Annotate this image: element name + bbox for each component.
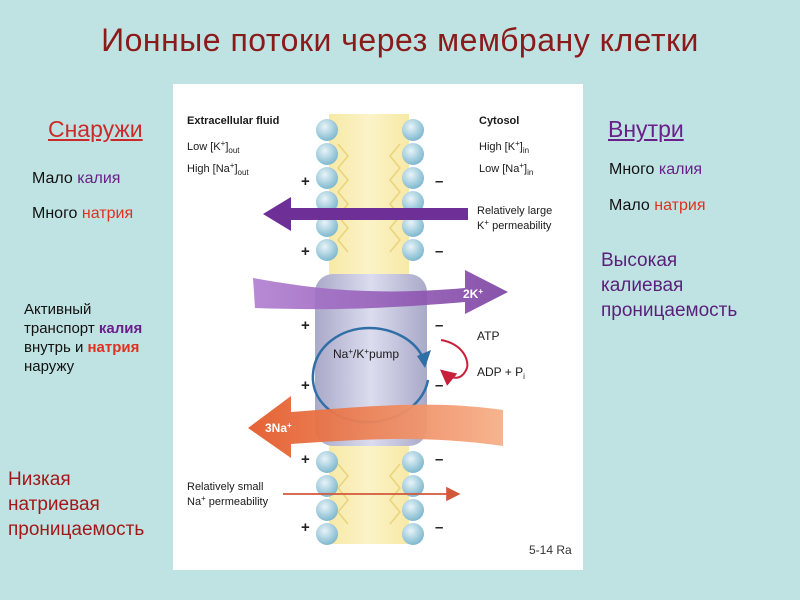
low-na-perm-line2: натриевая <box>8 494 100 515</box>
low-na-perm-line1: Низкая <box>8 469 71 490</box>
na-permeability-line1: Relatively small <box>187 481 263 493</box>
active-transport-text: Активный транспорт калия внутрь и натрия… <box>24 300 142 376</box>
pump-protein <box>315 274 427 446</box>
low-na-perm-line3: проницаемость <box>8 519 145 540</box>
plus-sign: + <box>301 451 310 468</box>
inside-sodium-ion: натрия <box>654 197 706 214</box>
figure-id: 5-14 Ra <box>529 543 572 557</box>
active-transport-line1: Активный <box>24 301 92 318</box>
inside-heading: Внутри <box>608 116 684 142</box>
active-transport-potassium: калия <box>98 320 143 337</box>
inside-sodium-line: Мало натрия <box>609 197 705 215</box>
outside-heading: Снаружи <box>48 116 143 142</box>
inside-potassium-ion: калия <box>658 161 703 178</box>
minus-sign: – <box>435 173 443 190</box>
phospholipid-heads-right <box>402 119 424 545</box>
inside-potassium-line: Много калия <box>609 161 702 179</box>
outside-potassium-ion: калия <box>77 170 121 187</box>
three-na-label: 3Na+ <box>265 421 292 435</box>
low-k-out-label: Low [K+]out <box>187 139 240 155</box>
minus-sign: – <box>435 317 443 334</box>
minus-sign: – <box>435 519 443 536</box>
outside-sodium-prefix: Много <box>32 205 82 222</box>
membrane-diagram: + + + + + + – – – – – – Extracellular fl… <box>187 114 572 557</box>
outside-potassium-prefix: Мало <box>32 170 78 187</box>
high-k-perm-line1: Высокая <box>601 250 678 271</box>
minus-sign: – <box>435 243 443 260</box>
active-transport-line3: внутрь и натрия <box>24 339 140 356</box>
adp-label: ADP + Pi <box>477 365 525 381</box>
atp-hydrolysis-arrow <box>439 339 469 386</box>
k-permeability-line2: K+ permeability <box>477 218 552 232</box>
active-transport-line4: наружу <box>24 358 75 375</box>
potassium-leak-arrow <box>263 197 468 231</box>
high-k-in-label: High [K+]in <box>479 139 529 155</box>
plus-sign: + <box>301 173 310 190</box>
membrane-figure: + + + + + + – – – – – – Extracellular fl… <box>173 84 583 570</box>
minus-sign: – <box>435 377 443 394</box>
k-permeability-line1: Relatively large <box>477 205 552 217</box>
cytosol-label: Cytosol <box>479 115 519 127</box>
inside-potassium-prefix: Много <box>609 161 659 178</box>
page-title: Ионные потоки через мембрану клетки <box>101 22 699 58</box>
high-na-out-label: High [Na+]out <box>187 161 249 177</box>
high-k-perm-line2: калиевая <box>601 275 684 296</box>
outside-sodium-line: Много натрия <box>32 205 133 223</box>
low-sodium-permeability: Низкая натриевая проницаемость <box>8 467 144 542</box>
low-na-in-label: Low [Na+]in <box>479 161 533 177</box>
plus-sign: + <box>301 377 310 394</box>
atp-label: ATP <box>477 329 499 343</box>
high-k-perm-line3: проницаемость <box>601 300 738 321</box>
high-potassium-permeability: Высокая калиевая проницаемость <box>601 248 737 323</box>
na-permeability-line2: Na+ permeability <box>187 494 269 508</box>
pump-label: Na+/K+pump <box>333 347 399 361</box>
extracellular-label: Extracellular fluid <box>187 115 279 127</box>
active-transport-sodium: натрия <box>87 339 140 356</box>
outside-potassium-line: Мало калия <box>32 170 120 188</box>
minus-sign: – <box>435 451 443 468</box>
sodium-pump-arrow <box>248 396 503 458</box>
outside-sodium-ion: натрия <box>81 205 134 222</box>
phospholipid-heads-left <box>316 119 338 545</box>
plus-sign: + <box>301 519 310 536</box>
inside-sodium-prefix: Мало <box>609 197 655 214</box>
active-transport-line2: транспорт калия <box>24 320 143 337</box>
two-k-label: 2K+ <box>463 287 483 301</box>
potassium-pump-arrow <box>253 270 508 314</box>
plus-sign: + <box>301 317 310 334</box>
pump-cycle-arrowhead <box>417 350 431 368</box>
plus-sign: + <box>301 243 310 260</box>
